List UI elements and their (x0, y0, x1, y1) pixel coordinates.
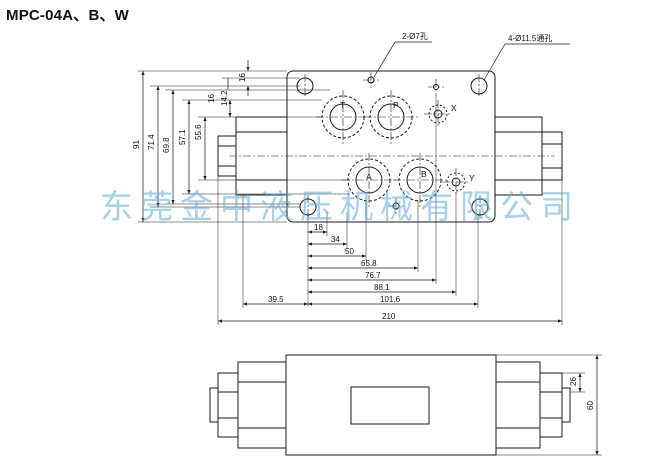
dim-60: 60 (586, 401, 595, 410)
dim-71-4: 71.4 (147, 134, 156, 150)
side-right-cylinder (495, 361, 541, 449)
port-p-outer (369, 95, 413, 139)
side-dimension-lines (578, 355, 599, 455)
page-title: MPC-04A、B、W (6, 7, 130, 24)
extension-lines (138, 70, 563, 325)
port-label-y: Y (469, 173, 475, 183)
leader-lines (373, 41, 570, 81)
side-body (285, 354, 497, 456)
side-left-cylinder (237, 361, 287, 449)
dim-34: 34 (331, 235, 340, 244)
port-label-t: T (340, 100, 345, 110)
dim-88-1: 88.1 (374, 283, 390, 292)
dim-16-top: 16 (238, 73, 247, 82)
port-label-a: A (366, 172, 372, 182)
dim-210: 210 (382, 312, 396, 321)
dim-55-6: 55.6 (194, 124, 203, 140)
dim-65-8: 65.8 (361, 259, 377, 268)
side-left-nut (217, 372, 239, 438)
dim-76-7: 76.7 (365, 271, 381, 280)
horizontal-dimension-lines (218, 230, 562, 323)
dim-91: 91 (132, 140, 141, 149)
dim-50: 50 (345, 247, 354, 256)
dim-69-8: 69.8 (162, 137, 171, 153)
callout-through-holes: 4-Ø11.5通孔 (508, 33, 552, 43)
port-label-x: X (451, 103, 457, 113)
side-extension-lines (496, 354, 602, 456)
dim-16-mid: 16 (207, 94, 216, 103)
dim-57-1: 57.1 (178, 129, 187, 145)
callout-small-holes: 2-Ø7孔 (402, 32, 428, 41)
dim-39-5: 39.5 (268, 295, 284, 304)
dim-14-2: 14.2 (220, 90, 229, 106)
side-right-nut (539, 372, 563, 438)
centerlines (229, 72, 555, 219)
side-window (350, 386, 430, 425)
dim-18: 18 (314, 223, 323, 232)
dim-26: 26 (569, 377, 578, 386)
port-b-outer (398, 158, 442, 202)
port-label-p: P (393, 100, 399, 110)
vertical-dimension-lines (141, 60, 250, 222)
dim-101-6: 101.6 (380, 295, 401, 304)
port-label-b: B (421, 169, 427, 179)
